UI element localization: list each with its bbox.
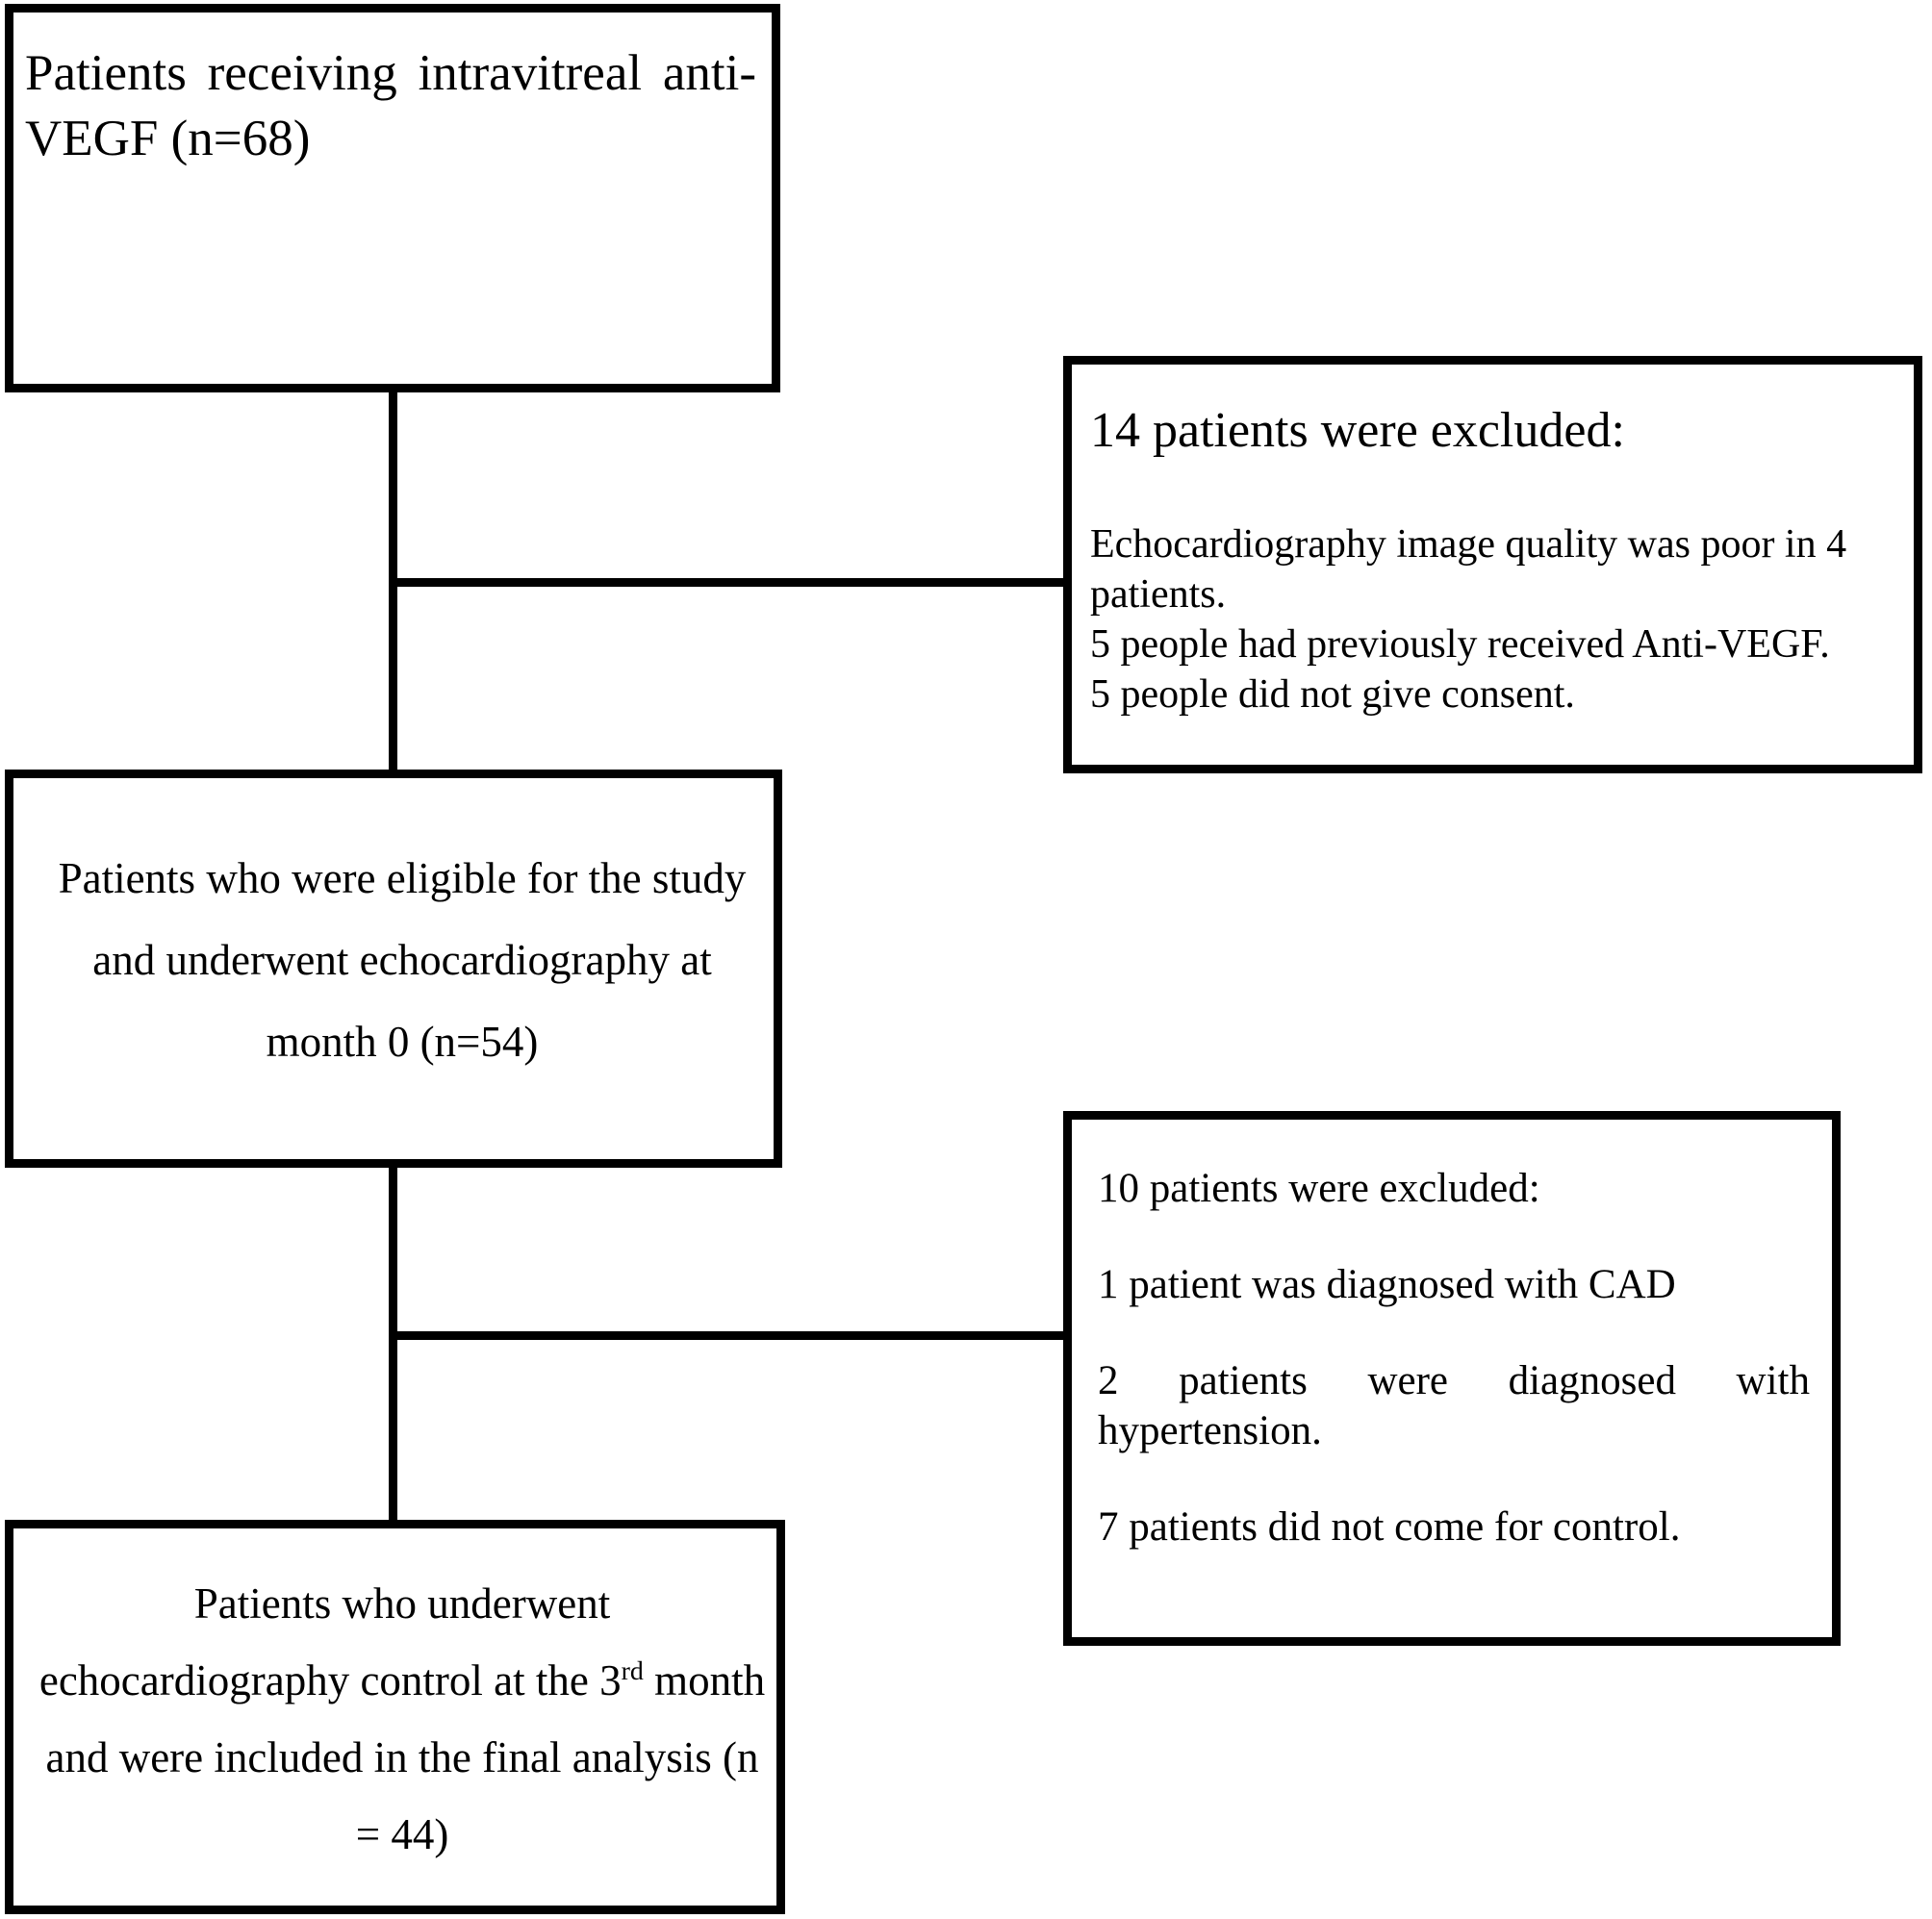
exclusion-1-reason-item: Echocardiography image quality was poor … [1090,522,1847,617]
final-line-3: and were included in the final analysis … [45,1733,759,1781]
final-line-4: = 44) [355,1810,449,1858]
exclusion-2-reason-item: 7 patients did not come for control. [1098,1504,1681,1550]
node-exclusion-2-title: 10 patients were excluded: [1098,1166,1540,1211]
node-exclusion-2: 10 patients were excluded: 1 patient was… [1063,1111,1841,1646]
node-exclusion-1-reasons: Echocardiography image quality was poor … [1090,519,1903,720]
connector-eligible-to-final [389,1162,397,1526]
node-exclusion-1 [1063,356,1922,773]
node-eligible-cohort: Patients who were eligible for the study… [5,770,782,1168]
exclusion-2-reason-item: 1 patient was diagnosed with CAD [1098,1262,1676,1307]
exclusion-1-reason-item: 5 people did not give consent. [1090,672,1575,717]
node-final-cohort: Patients who underwent echocardiography … [5,1520,785,1914]
node-source-cohort [5,4,780,392]
connector-to-exclusion-2 [389,1331,1068,1340]
final-line-2-post: month [643,1656,766,1704]
node-exclusion-2-content: 10 patients were excluded: 1 patient was… [1098,1164,1810,1553]
final-line-1: Patients who underwent [193,1579,611,1628]
connector-to-exclusion-1 [389,578,1068,587]
node-final-cohort-label: Patients who underwent echocardiography … [37,1565,768,1873]
final-line-2-pre: echocardiography control at the 3 [38,1656,622,1704]
node-eligible-cohort-label: Patients who were eligible for the study… [58,854,747,1066]
node-exclusion-1-title: 14 patients were excluded: [1090,403,1625,458]
node-source-cohort-label: Patients receiving intravitreal anti-VEG… [25,45,756,166]
final-ordinal-suffix: rd [621,1656,644,1686]
exclusion-1-reason-item: 5 people had previously received Anti-VE… [1090,622,1830,667]
exclusion-2-reason-item: 2 patients were diagnosed with hypertens… [1098,1358,1810,1453]
